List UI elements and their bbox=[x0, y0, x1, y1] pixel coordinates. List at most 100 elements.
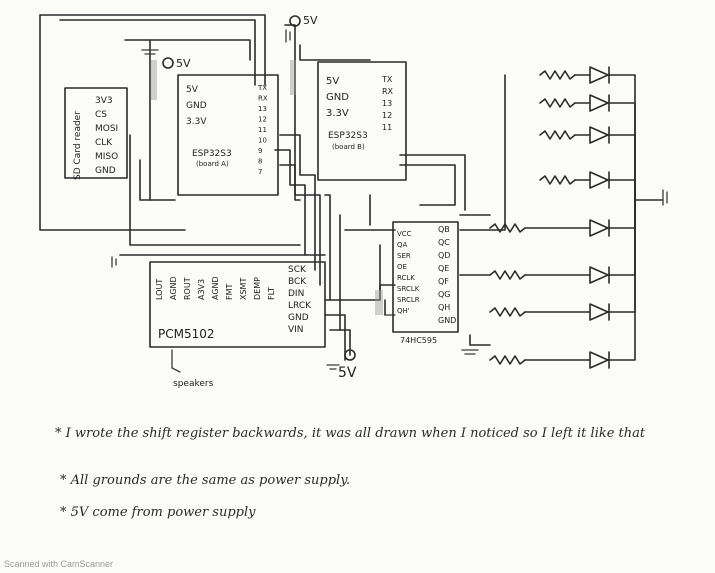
shift-left-pin: VCC bbox=[397, 230, 412, 238]
dac-top-pin: ROUT bbox=[183, 277, 192, 300]
board-a-right-pin: RX bbox=[258, 95, 268, 103]
shift-right-pin: QC bbox=[438, 238, 450, 247]
led-channel bbox=[539, 171, 636, 201]
shift-left-pin: QH' bbox=[397, 307, 410, 315]
board-b-right-pin: 12 bbox=[382, 111, 392, 120]
pencil-shading bbox=[375, 290, 383, 315]
power-label: 5V bbox=[176, 57, 191, 70]
board-b-left-pin: GND bbox=[326, 92, 349, 103]
resistor bbox=[539, 175, 576, 185]
dac-top-pin: AGND bbox=[211, 276, 220, 300]
dac-top-pin: FMT bbox=[225, 283, 234, 300]
led-diode bbox=[589, 66, 609, 84]
led-diode bbox=[589, 303, 609, 321]
sd-pin-label: GND bbox=[95, 166, 116, 176]
led-channel bbox=[539, 126, 636, 201]
led-diode bbox=[589, 266, 609, 284]
board-b-right-pin: RX bbox=[382, 87, 394, 96]
resistor bbox=[489, 270, 526, 280]
pencil-shading bbox=[290, 60, 296, 95]
sd-card-title: SD Card reader bbox=[73, 111, 83, 180]
board-b-left-pin: 5V bbox=[326, 76, 339, 87]
resistor bbox=[539, 130, 576, 140]
led-diode bbox=[589, 351, 609, 369]
led-channel bbox=[489, 199, 636, 284]
shift-right-pin: GND bbox=[438, 316, 456, 325]
board-a-left-pin: GND bbox=[186, 101, 207, 111]
dac-top-pin: AGND bbox=[169, 276, 178, 300]
dac-pin-label: SCK bbox=[288, 265, 307, 275]
shift-left-pin: RCLK bbox=[397, 274, 415, 282]
sd-pin-label: 3V3 bbox=[95, 96, 113, 106]
shift-register-name: 74HC595 bbox=[400, 336, 437, 345]
shift-left-pin: SER bbox=[397, 252, 411, 260]
board-a-right-pin: 13 bbox=[258, 105, 267, 113]
board-b-right-pin: 13 bbox=[382, 99, 392, 108]
resistor bbox=[539, 70, 576, 80]
shift-right-pin: QD bbox=[438, 251, 450, 260]
power-label: 5V bbox=[338, 365, 357, 381]
note-line: * 5V come from power supply bbox=[60, 505, 256, 520]
resistor bbox=[489, 223, 526, 233]
led-channel bbox=[489, 199, 636, 369]
dac-name: PCM5102 bbox=[158, 327, 215, 341]
board-b-name: ESP32S3 bbox=[328, 131, 368, 141]
notes: * I wrote the shift register backwards, … bbox=[55, 426, 646, 520]
shift-right-pin: QB bbox=[438, 225, 450, 234]
led-channel bbox=[489, 199, 636, 237]
shift-right-pin: QE bbox=[438, 264, 449, 273]
power-5v-top: 5V bbox=[289, 14, 318, 27]
shift-right-pin: QF bbox=[438, 277, 449, 286]
board-a-right-pin: 11 bbox=[258, 126, 267, 134]
dac-top-pin: FLT bbox=[267, 287, 276, 300]
board-a-sub: (board A) bbox=[196, 160, 229, 168]
board-b-right-pin: 11 bbox=[382, 123, 392, 132]
resistor bbox=[489, 355, 526, 365]
board-a-right-pin: 12 bbox=[258, 116, 267, 124]
shift-left-pin: SRCLK bbox=[397, 285, 420, 293]
power-5v-dac: 5V bbox=[338, 349, 357, 381]
sd-pin-label: CS bbox=[95, 110, 107, 120]
dac-pin-label: LRCK bbox=[288, 301, 312, 311]
led-channel bbox=[489, 199, 636, 321]
wiring bbox=[39, 14, 491, 361]
speaker-label: speakers bbox=[173, 379, 214, 389]
board-a-left-pin: 3.3V bbox=[186, 117, 207, 127]
board-b-sub: (board B) bbox=[332, 143, 365, 151]
pencil-shading bbox=[151, 60, 157, 100]
resistor bbox=[489, 307, 526, 317]
led-diode bbox=[589, 94, 609, 112]
led-diode bbox=[589, 219, 609, 237]
shift-left-pin: SRCLR bbox=[397, 296, 420, 304]
led-array bbox=[459, 66, 663, 369]
esp32-board-b: 5V GND 3.3V TX RX 13 12 11 ESP32S3 (board B) bbox=[317, 61, 407, 181]
led-diode bbox=[589, 171, 609, 189]
watermark: Scanned with CamScanner bbox=[4, 559, 113, 569]
board-b-left-pin: 3.3V bbox=[326, 108, 349, 119]
dac-top-pin: DEMP bbox=[253, 277, 262, 300]
board-a-left-pin: 5V bbox=[186, 85, 199, 95]
shift-left-pin: OE bbox=[397, 263, 407, 271]
sd-pin-label: MISO bbox=[95, 152, 118, 162]
shift-left-pin: QA bbox=[397, 241, 408, 249]
dac-pin-label: DIN bbox=[288, 289, 304, 299]
resistor bbox=[539, 98, 576, 108]
board-a-right-pin: TX bbox=[257, 84, 267, 92]
power-label: 5V bbox=[303, 14, 318, 27]
dac-pin-label: GND bbox=[288, 313, 309, 323]
board-a-right-pin: 10 bbox=[258, 137, 267, 145]
board-a-right-pin: 8 bbox=[258, 158, 262, 166]
dac-pin-label: VIN bbox=[288, 325, 304, 335]
board-a-right-pin: 9 bbox=[258, 147, 262, 155]
board-b-right-pin: TX bbox=[381, 75, 393, 84]
power-5v-board-a: 5V bbox=[162, 57, 191, 70]
led-channel bbox=[539, 94, 636, 201]
dac-pin-label: BCK bbox=[288, 277, 307, 287]
board-a-right-pin: 7 bbox=[258, 168, 262, 176]
shift-right-pin: QH bbox=[438, 303, 450, 312]
